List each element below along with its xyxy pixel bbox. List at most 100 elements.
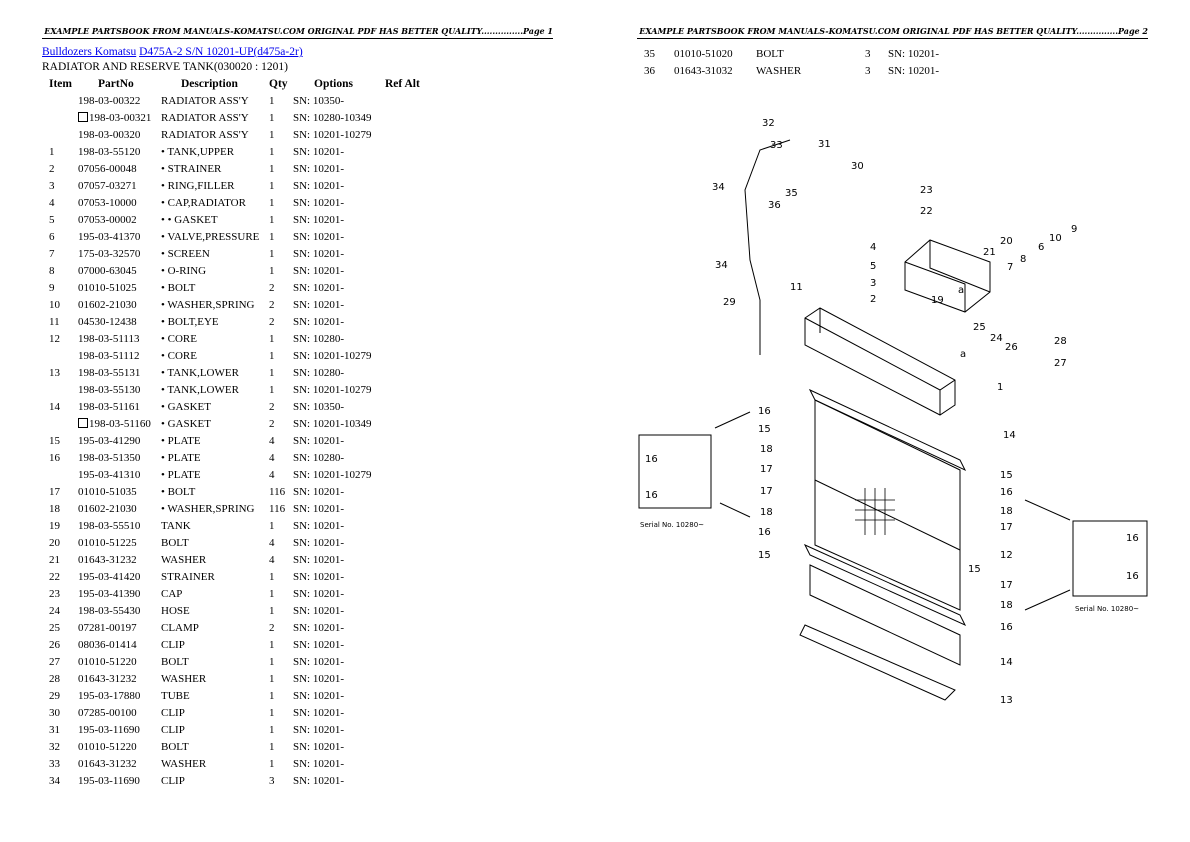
cell-opt: SN: 10201-: [293, 554, 344, 566]
cell-qty: 3: [865, 65, 871, 77]
cell-qty: 4: [269, 537, 275, 549]
cell-desc: • PLATE: [161, 435, 201, 447]
cell-item: 28: [49, 673, 60, 685]
cell-text: 21: [49, 554, 60, 566]
cell-item: 24: [49, 605, 60, 617]
cell-item: 4: [49, 197, 55, 209]
cell-text: SN: 10201-: [293, 214, 345, 226]
cell-text: 1: [269, 350, 275, 362]
col-description: Description: [181, 78, 238, 90]
callout-label: 8: [1020, 254, 1026, 265]
cell-text: 2: [49, 163, 55, 175]
cell-qty: 1: [269, 265, 275, 277]
breadcrumb-link-model[interactable]: D475A-2 S/N 10201-UP(d475a-2r): [139, 46, 303, 58]
cell-part: 01010-51225: [78, 537, 137, 549]
cell-text: SN: 10201-: [293, 180, 345, 192]
cell-opt: SN: 10201-: [293, 486, 344, 498]
cell-text: 33: [49, 758, 60, 770]
callout-label: 15: [968, 564, 981, 575]
cell-desc: • CAP,RADIATOR: [161, 197, 246, 209]
cell-text: 01602-21030: [78, 503, 137, 515]
cell-part: 01602-21030: [78, 503, 137, 515]
cell-desc: • CORE: [161, 333, 197, 345]
cell-part: 198-03-51350: [78, 452, 140, 464]
cell-item: 6: [49, 231, 55, 243]
cell-item: 8: [49, 265, 55, 277]
tube-shape: [744, 139, 791, 355]
cell-text: 1: [269, 520, 275, 532]
cell-opt: SN: 10201-: [293, 163, 344, 175]
cell-text: • BOLT: [161, 282, 196, 294]
cell-opt: SN: 10201-10279: [293, 129, 372, 141]
cell-item: 30: [49, 707, 60, 719]
callout-label: 25: [973, 322, 986, 333]
cell-qty: 2: [269, 282, 275, 294]
cell-text: 195-03-41420: [78, 571, 141, 583]
cell-item: 26: [49, 639, 60, 651]
cell-text: • WASHER,SPRING: [161, 503, 255, 515]
cell-qty: 1: [269, 197, 275, 209]
cell-text: SN: 10201-10349: [293, 418, 372, 430]
cell-text: 198-03-51161: [78, 401, 140, 413]
cell-desc: • GASKET: [161, 418, 211, 430]
cell-text: • TANK,UPPER: [161, 146, 235, 158]
callout-label: 27: [1054, 358, 1067, 369]
cell-opt: SN: 10350-: [293, 401, 344, 413]
callout-label: 18: [760, 444, 773, 455]
cell-desc: • • GASKET: [161, 214, 218, 226]
checkbox-icon: [78, 418, 88, 428]
callout-label: 15: [758, 550, 771, 561]
cell-text: SN: 10201-: [293, 571, 345, 583]
cell-text: 1: [269, 333, 275, 345]
callout-label: 30: [851, 161, 864, 172]
cell-text: 13: [49, 367, 60, 379]
callout-label: 34: [712, 182, 725, 193]
cell-desc: • SCREEN: [161, 248, 210, 260]
cell-text: 07057-03271: [78, 180, 137, 192]
callout-label: 3: [870, 278, 876, 289]
cell-desc: • BOLT: [161, 486, 195, 498]
cell-desc: CLIP: [161, 707, 185, 719]
cell-opt: SN: 10201-: [293, 435, 344, 447]
cell-part: 195-03-11690: [78, 775, 140, 787]
callout-label: 26: [1005, 342, 1018, 353]
cell-qty: 1: [269, 214, 275, 226]
cell-text: 198-03-00320: [78, 129, 141, 141]
cell-text: SN: 10201-: [293, 622, 345, 634]
cell-text: TANK: [161, 520, 191, 532]
cell-qty: 1: [269, 163, 275, 175]
cell-qty: 1: [269, 520, 275, 532]
cell-text: BOLT: [161, 741, 189, 753]
callout-label: a: [958, 285, 964, 296]
cell-desc: • O-RING: [161, 265, 206, 277]
cell-text: 1: [269, 95, 275, 107]
cell-desc: BOLT: [161, 537, 189, 549]
cell-text: 2: [269, 316, 275, 328]
callout-label: 12: [1000, 550, 1013, 561]
cell-desc: TUBE: [161, 690, 190, 702]
callout-label: 16: [1126, 571, 1139, 582]
cell-text: • STRAINER: [161, 163, 222, 175]
cell-item: 11: [49, 316, 60, 328]
cell-item: 3: [49, 180, 55, 192]
callout-label: 32: [762, 118, 775, 129]
cell-text: 1: [269, 384, 275, 396]
cell-opt: SN: 10201-: [293, 605, 344, 617]
cell-text: 01010-51220: [78, 656, 137, 668]
cell-item: 15: [49, 435, 60, 447]
breadcrumb-link-category[interactable]: Bulldozers Komatsu: [42, 46, 137, 58]
cell-item: 13: [49, 367, 60, 379]
cell-text: 1: [269, 197, 275, 209]
cell-text: • PLATE: [161, 452, 201, 464]
cell-text: 01602-21030: [78, 299, 137, 311]
callout-label: 19: [931, 295, 944, 306]
cell-qty: 1: [269, 112, 275, 124]
cell-qty: 4: [269, 452, 275, 464]
col-qty: Qty: [269, 78, 288, 90]
col-options: Options: [314, 78, 353, 90]
cell-desc: • PLATE: [161, 452, 201, 464]
callout-label: 6: [1038, 242, 1044, 253]
cell-part: 195-03-41370: [78, 231, 140, 243]
cell-opt: SN: 10201-: [293, 571, 344, 583]
cell-text: • CAP,RADIATOR: [161, 197, 246, 209]
